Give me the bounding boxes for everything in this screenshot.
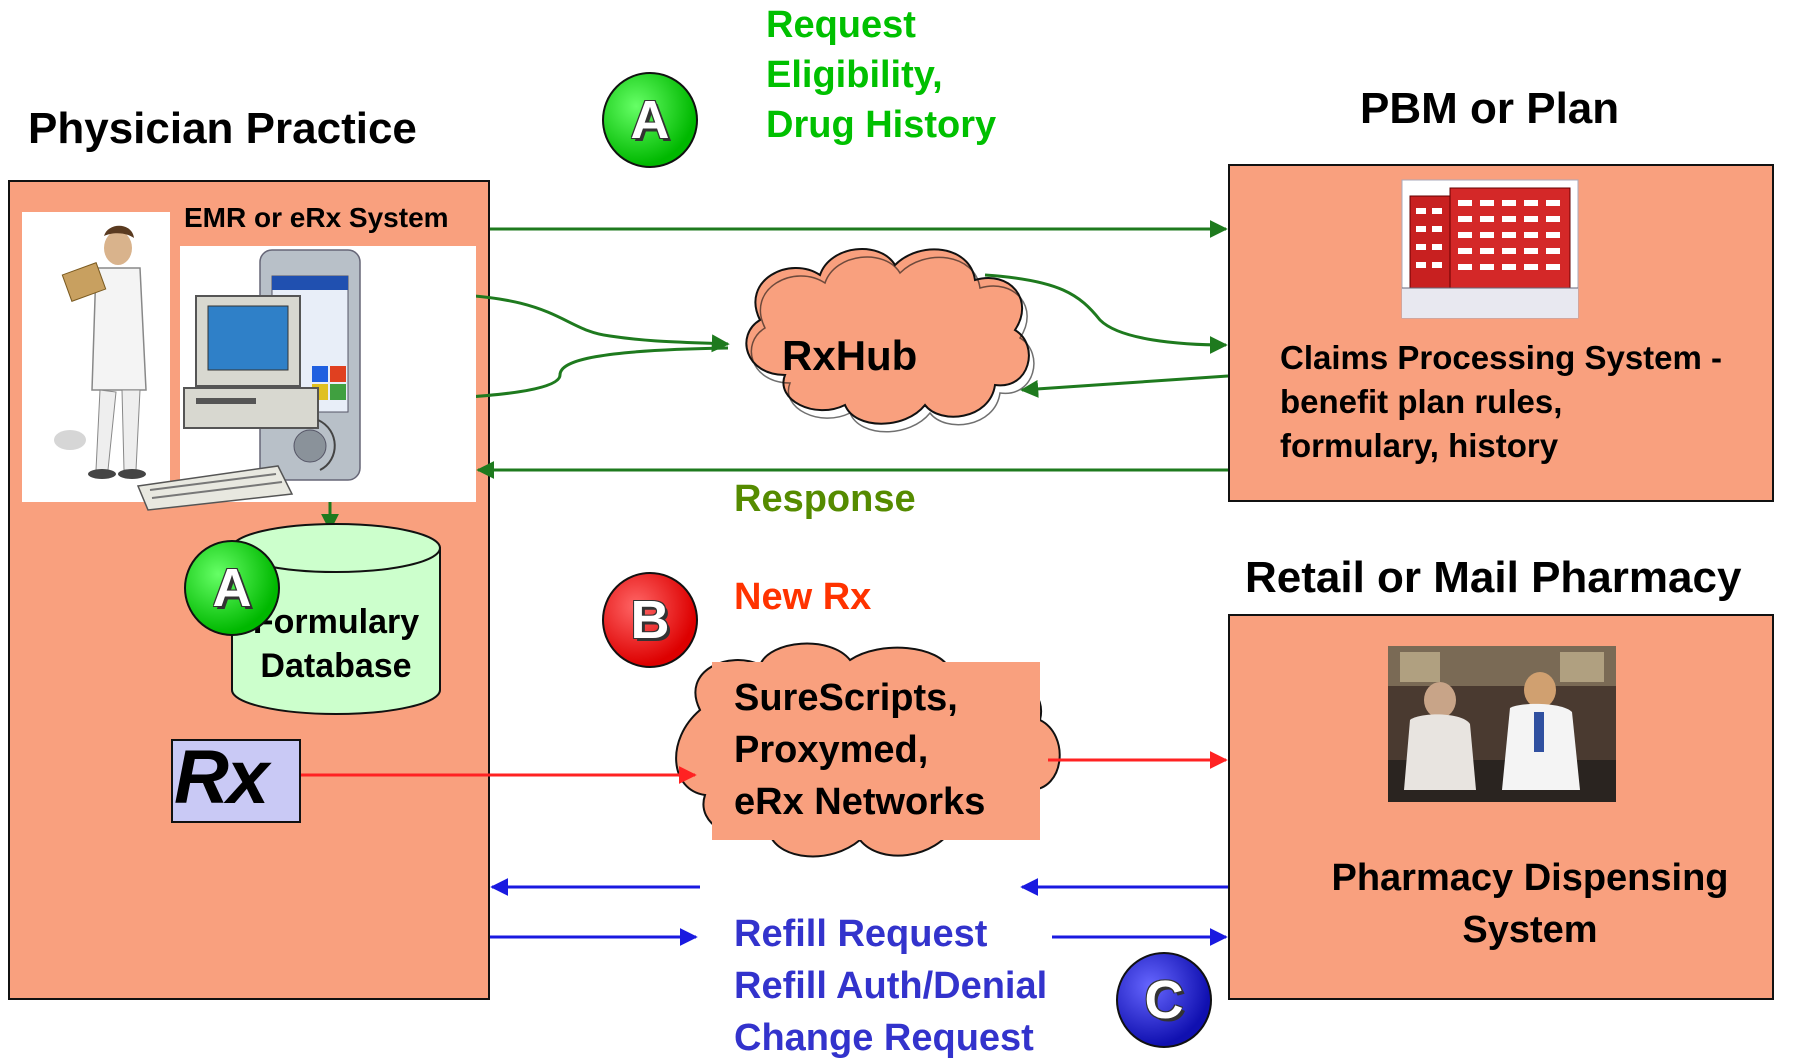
networks-line-2: Proxymed, (734, 729, 929, 771)
networks-line-1: SureScripts, (734, 677, 958, 719)
badge-c: C (1116, 952, 1212, 1048)
rx-logo-box (171, 739, 301, 823)
emr-label: EMR or eRx System (184, 202, 449, 233)
badge-b: B (602, 572, 698, 668)
badge-a-top: A (602, 72, 698, 168)
claims-processing-text: Claims Processing System - benefit plan … (1280, 336, 1722, 468)
rxhub-label: RxHub (782, 332, 918, 379)
claims-line-3: formulary, history (1280, 427, 1559, 464)
formulary-database-text: Formulary Database (232, 600, 440, 688)
refill-request-label: Refill Request (734, 913, 988, 955)
request-line-1: Request (766, 4, 916, 46)
emr-to-rxhub-arrow (424, 292, 730, 353)
physician-practice-heading: Physician Practice (28, 104, 417, 153)
physician-figure-icon (22, 212, 170, 502)
pbm-heading: PBM or Plan (1360, 84, 1620, 133)
networks-cloud (675, 642, 1061, 858)
pharmacy-heading: Retail or Mail Pharmacy (1245, 553, 1742, 602)
building-icon (1401, 179, 1579, 319)
request-line-3: Drug History (766, 104, 997, 146)
pharmacy-dispensing-text: Pharmacy Dispensing System (1290, 852, 1770, 956)
response-label: Response (734, 478, 916, 520)
request-label: Request Eligibility, Drug History (766, 0, 996, 150)
computer-icon (136, 246, 476, 511)
claims-line-1: Claims Processing System - (1280, 339, 1723, 376)
pharmacy-line-1: Pharmacy Dispensing (1331, 857, 1729, 899)
formulary-database-icon (231, 523, 441, 715)
claims-line-2: benefit plan rules, (1280, 383, 1563, 420)
refill-labels: Refill Request Refill Auth/Denial Change… (734, 908, 1047, 1064)
pharmacist-photo-icon (1388, 646, 1616, 802)
new-rx-label: New Rx (734, 576, 872, 618)
networks-line-3: eRx Networks (734, 781, 986, 823)
formulary-line-1: Formulary (252, 603, 420, 641)
request-line-2: Eligibility, (766, 54, 943, 96)
refill-auth-label: Refill Auth/Denial (734, 965, 1048, 1007)
change-request-label: Change Request (734, 1017, 1034, 1059)
formulary-line-2: Database (260, 647, 412, 685)
badge-a-database: A (184, 540, 280, 636)
rxhub-to-pbm-arrow (984, 273, 1228, 354)
rx-logo-text: Rx (174, 735, 269, 820)
pbm-to-rxhub-arrow (1020, 374, 1229, 398)
pharmacy-line-2: System (1462, 909, 1598, 951)
networks-cloud-text: SureScripts, Proxymed, eRx Networks (734, 672, 985, 828)
rxhub-cloud (745, 248, 1035, 433)
